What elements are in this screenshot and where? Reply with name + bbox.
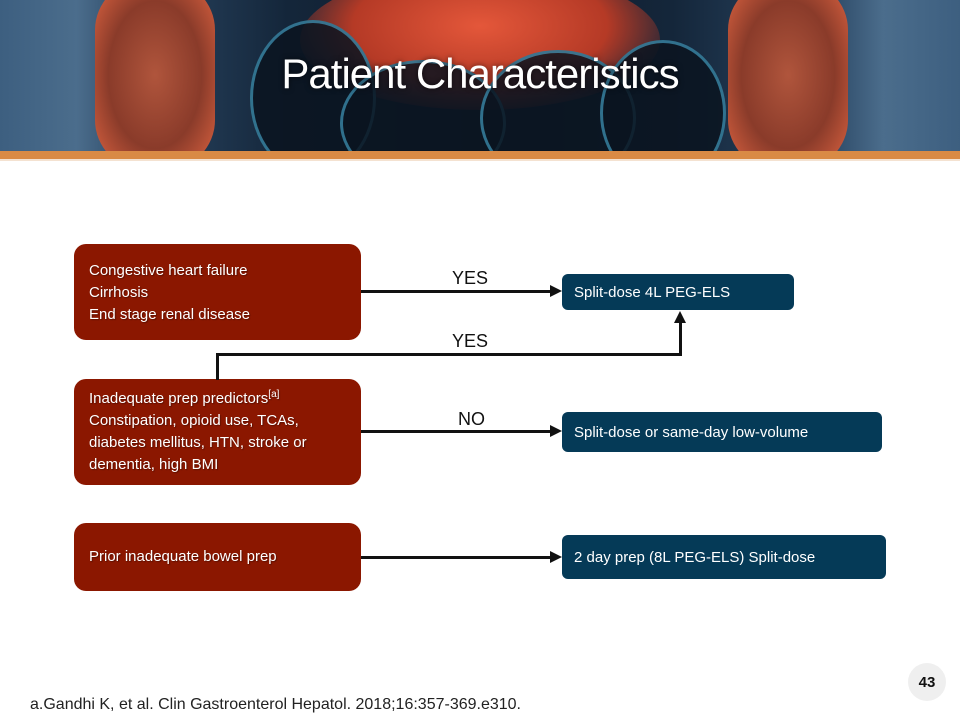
condition-box-prep-predictors: Inadequate prep predictors[a] Constipati…: [74, 379, 361, 485]
connector-line: [361, 556, 551, 559]
connector-line: [361, 430, 551, 433]
arrow-head-icon: [674, 311, 686, 323]
condition-line: Congestive heart failure: [89, 262, 248, 279]
outcome-box-split-dose-4l: Split-dose 4L PEG-ELS: [562, 274, 794, 310]
banner-intestine-image: [600, 40, 726, 153]
arrow-head-icon: [550, 425, 562, 437]
connector-line: [216, 353, 682, 356]
condition-line: Constipation, opioid use, TCAs,: [89, 412, 299, 429]
citation-superscript: [a]: [268, 389, 280, 400]
accent-bar-shadow: [0, 159, 960, 161]
accent-bar: [0, 151, 960, 159]
connector-line: [361, 290, 551, 293]
condition-box-prior-inadequate-prep: Prior inadequate bowel prep: [74, 523, 361, 591]
reference-footnote: a.Gandhi K, et al. Clin Gastroenterol He…: [30, 696, 521, 713]
banner-colon-right-image: [728, 0, 848, 153]
connector-line: [216, 353, 219, 380]
arrow-head-icon: [550, 285, 562, 297]
connector-line: [679, 322, 682, 356]
condition-line: Cirrhosis: [89, 284, 149, 301]
edge-label-yes: YES: [452, 331, 489, 351]
outcome-box-2-day-prep: 2 day prep (8L PEG-ELS) Split-dose: [562, 535, 886, 579]
condition-line: End stage renal disease: [89, 306, 250, 323]
outcome-box-split-or-same-day: Split-dose or same-day low-volume: [562, 412, 882, 452]
banner-colon-left-image: [95, 0, 215, 153]
condition-line: Prior inadequate bowel prep: [89, 548, 277, 565]
condition-box-organ-disease: Congestive heart failure Cirrhosis End s…: [74, 244, 361, 340]
condition-line: diabetes mellitus, HTN, stroke or: [89, 434, 307, 451]
page-number-badge: 43: [908, 663, 946, 701]
condition-line: dementia, high BMI: [89, 456, 219, 473]
arrow-head-icon: [550, 551, 562, 563]
slide-title: Patient Characteristics: [281, 50, 679, 97]
edge-label-yes: YES: [452, 268, 489, 288]
header-banner: Patient Characteristics: [0, 0, 960, 153]
condition-heading: Inadequate prep predictors[a]: [89, 389, 280, 408]
edge-label-no: NO: [458, 409, 485, 429]
